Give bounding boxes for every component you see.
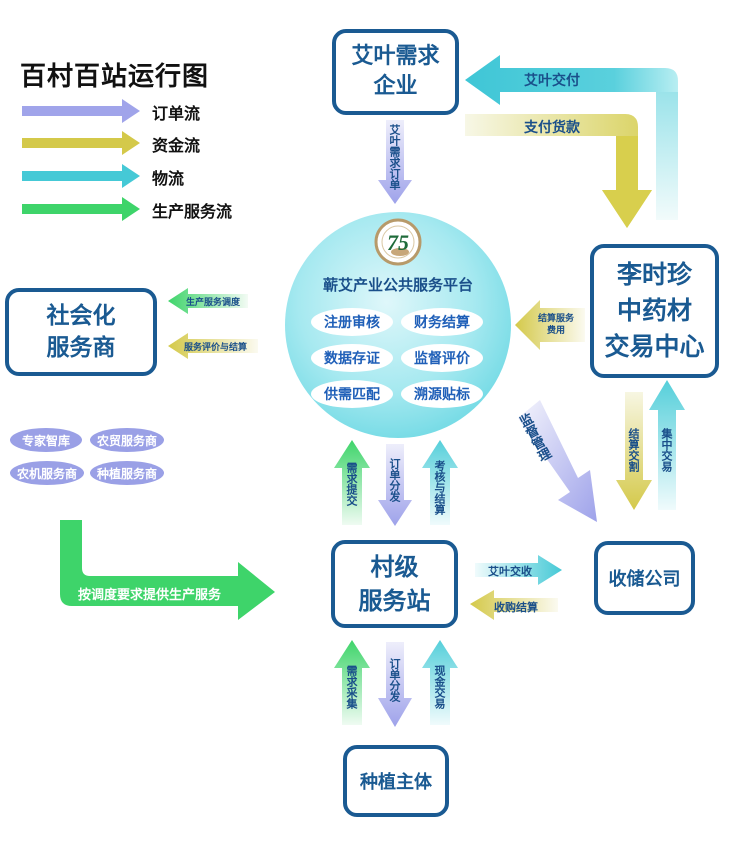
aiye-delivery-tail [656,92,678,220]
label-assess-settle: 考核与结算 [433,460,446,515]
service-registration-review[interactable]: 注册审核 [311,308,393,336]
logo-75-icon: 75 [374,218,422,266]
label-payment: 支付货款 [524,120,580,136]
service-financial-settlement[interactable]: 财务结算 [401,308,483,336]
diagram-title: 百村百站运行图 [20,62,210,92]
provider-agri-trade: 农贸服务商 [90,428,164,452]
cash-trade-arrow [422,640,458,725]
platform-logo: 75 [374,218,422,266]
assess-settle-arrow [422,440,458,525]
legend-order-label: 订单流 [152,104,201,123]
legend-fund-arrow [22,131,140,155]
central-trade-arrow [649,380,685,510]
label-central-trade: 集中交易 [660,428,673,472]
provider-agri-machinery: 农机服务商 [10,461,84,485]
node-lishizhen-trade-center[interactable]: 李时珍 中药材 交易中心 [590,244,719,378]
legend-logistics-label: 物流 [152,169,185,188]
label-prod-dispatch: 生产服务调度 [186,298,241,308]
label-service-eval: 服务评价与结算 [184,343,248,353]
node-village-station[interactable]: 村级 服务站 [331,540,458,628]
legend-logistics-arrow [22,164,140,188]
service-eval-arrow [168,333,258,359]
provider-expert-thinktank: 专家智库 [10,428,82,452]
legend-order-arrow [22,99,140,123]
supervision-arrow [518,400,597,522]
label-demand-submit: 需求提交 [345,462,358,506]
demand-order-arrow [378,120,412,204]
payment-arrow-head [602,136,652,228]
platform-name: 蕲艾产业公共服务平台 [322,276,473,294]
label-cash-trade: 现金交易 [433,665,446,709]
label-provide-service: 按调度要求提供生产服务 [78,588,222,603]
label-demand-order: 艾叶需求订单 [388,124,401,190]
aiye-receive-arrow [475,555,562,585]
legend-service-label: 生产服务流 [152,202,233,221]
settle-fee-arrow [515,300,585,350]
label-order-dispatch-2: 订单分发 [388,658,401,702]
label-settle-trade: 结算交割 [627,428,640,472]
label-aiye-receive: 艾叶交收 [488,565,532,578]
service-supervision-evaluation[interactable]: 监督评价 [401,344,483,372]
label-purchase-settle: 收购结算 [494,601,538,614]
label-settle-fee: 结算服务费用 [537,314,574,336]
node-grower[interactable]: 种植主体 [343,745,449,817]
demand-submit-arrow [334,440,370,525]
provider-planting-service: 种植服务商 [90,461,164,485]
legend-arrows [22,99,140,221]
prod-dispatch-arrow [168,288,248,314]
node-social-service-provider[interactable]: 社会化 服务商 [5,288,157,376]
service-supply-demand-matching[interactable]: 供需匹配 [311,380,393,408]
label-aiye-delivery: 艾叶交付 [524,73,580,89]
node-enterprise[interactable]: 艾叶需求 企业 [332,29,459,115]
demand-collect-arrow [334,640,370,725]
legend-fund-label: 资金流 [152,136,201,155]
service-traceability-labeling[interactable]: 溯源贴标 [401,380,483,408]
order-dispatch-arrow-2 [378,642,412,727]
label-demand-collect: 需求采集 [345,665,358,709]
label-order-dispatch-1: 订单分发 [388,458,401,502]
provide-service-arrow [60,520,275,620]
purchase-settle-arrow [470,590,558,620]
settle-trade-arrow [616,392,652,510]
logo-text: 75 [387,230,409,255]
service-data-deposit[interactable]: 数据存证 [311,344,393,372]
node-storage-company[interactable]: 收储公司 [594,541,695,615]
order-dispatch-arrow-1 [378,444,412,526]
legend-service-arrow [22,197,140,221]
